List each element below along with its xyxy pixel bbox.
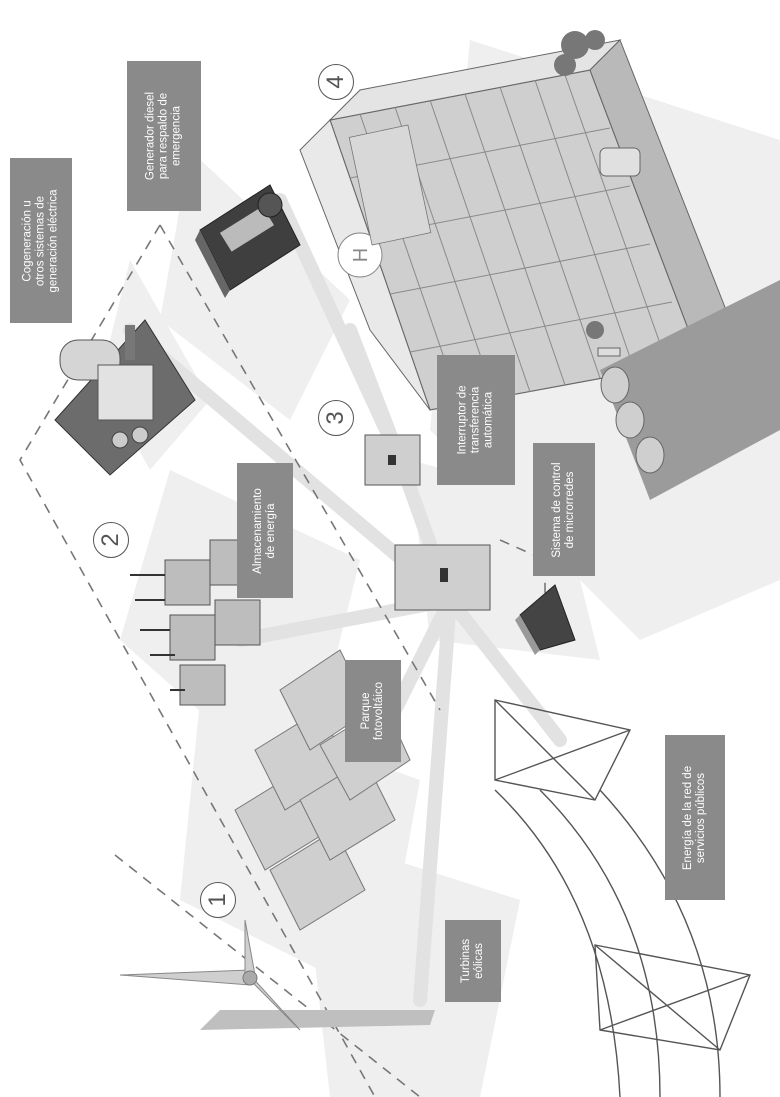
laptop — [515, 584, 576, 655]
label-almacenamiento: Almacenamiento de energía — [237, 463, 293, 598]
dashed-boundaries — [19, 224, 546, 1097]
wind-turbine — [119, 919, 435, 1031]
label-cogeneracion: Cogeneración u otros sistemas de generac… — [10, 158, 72, 323]
label-generador: Generador diesel para respaldo de emerge… — [127, 61, 201, 211]
transmission-towers — [494, 699, 751, 1097]
diesel-generator — [195, 184, 301, 298]
svg-text:H: H — [350, 248, 372, 262]
number-4-circle: 4 — [318, 64, 354, 100]
number-2-circle: 2 — [93, 522, 129, 558]
label-parque: Parque fotovoltáico — [345, 660, 401, 762]
label-turbinas: Turbinas eólicas — [445, 920, 501, 1002]
control-cabinet — [394, 544, 491, 611]
label-sistema-control: Sistema de control de microrredes — [533, 443, 595, 576]
energy-storage — [130, 539, 261, 706]
street-elements — [554, 30, 665, 474]
transfer-switch — [364, 434, 421, 486]
number-1-circle: 1 — [200, 882, 236, 918]
label-interruptor: Interruptor de transferencia automática — [437, 355, 515, 485]
number-3-circle: 3 — [318, 400, 354, 436]
cogeneration-unit — [54, 319, 196, 476]
label-energia-red: Energía de la red de servicios públicos — [665, 735, 725, 900]
